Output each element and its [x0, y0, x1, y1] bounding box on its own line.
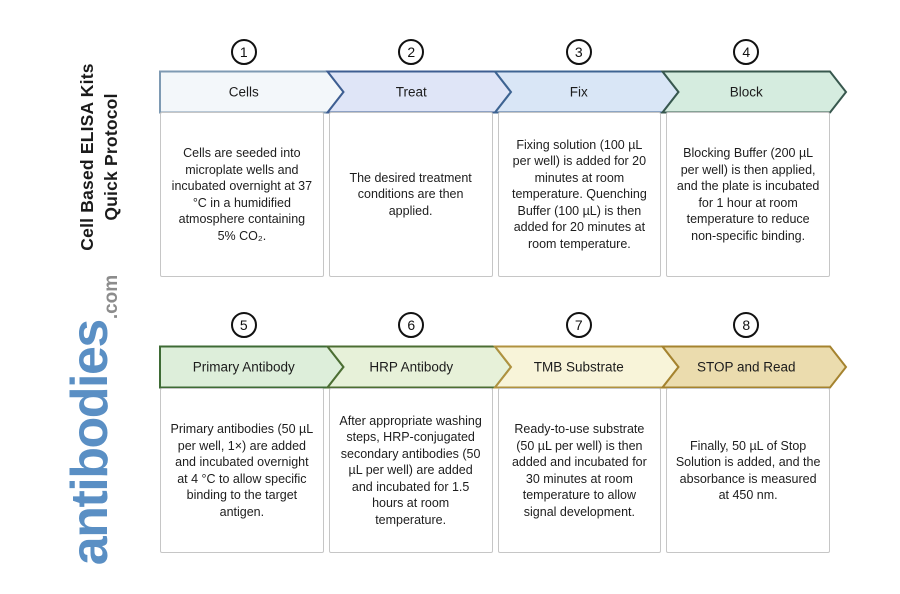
page-title-line-1: Cell Based ELISA Kits [77, 63, 97, 251]
step-number-row-1: 1 2 3 4 [160, 39, 830, 65]
arrow-strip-row-2: Primary Antibody HRP Antibody TMB Substr… [159, 345, 848, 389]
step-description-4: Blocking Buffer (200 µL per well) is the… [666, 112, 830, 277]
arrow-strip-row-1: Cells Treat Fix Block [159, 70, 848, 114]
page-title-line-2: Quick Protocol [101, 93, 121, 221]
step-description-text-2: The desired treatment conditions are the… [349, 170, 472, 218]
step-description-text-7: Ready-to-use substrate (50 µL per well) … [511, 422, 647, 519]
step-description-5: Primary antibodies (50 µL per well, 1×) … [160, 388, 324, 553]
antibodies-logo: antibodies.com [60, 255, 130, 585]
step-number-badge-8: 8 [733, 312, 760, 338]
step-arrow-label-fix: Fix [570, 85, 588, 100]
step-description-text-6: After appropriate washing steps, HRP-con… [339, 413, 482, 527]
step-description-1: Cells are seeded into microplate wells a… [160, 112, 324, 277]
step-number-badge-6: 6 [398, 312, 425, 338]
step-description-text-3: Fixing solution (100 µL per well) is add… [511, 137, 647, 251]
step-arrow-label-tmb-substrate: TMB Substrate [534, 360, 624, 375]
step-number-badge-1: 1 [230, 39, 257, 65]
step-arrow-block [660, 70, 848, 114]
step-number-badge-7: 7 [565, 312, 592, 338]
logo-suffix: .com [101, 274, 122, 320]
step-description-text-8: Finally, 50 µL of Stop Solution is added… [675, 438, 821, 503]
step-arrow-label-primary-antibody: Primary Antibody [193, 360, 295, 375]
step-number-row-2: 5 6 7 8 [160, 312, 830, 338]
step-description-7: Ready-to-use substrate (50 µL per well) … [497, 388, 662, 553]
step-number-badge-3: 3 [565, 39, 592, 65]
step-description-8: Finally, 50 µL of Stop Solution is added… [666, 388, 830, 553]
step-arrow-stop-and-read [660, 345, 848, 389]
logo-wordmark: antibodies [61, 320, 119, 566]
step-arrow-label-stop-and-read: STOP and Read [697, 360, 796, 375]
step-arrow-label-treat: Treat [396, 85, 427, 100]
step-arrow-label-block: Block [730, 85, 763, 100]
step-arrow-label-hrp-antibody: HRP Antibody [369, 360, 453, 375]
step-description-text-5: Primary antibodies (50 µL per well, 1×) … [170, 422, 314, 519]
step-description-text-4: Blocking Buffer (200 µL per well) is the… [676, 146, 820, 243]
step-description-6: After appropriate washing steps, HRP-con… [328, 388, 493, 553]
description-row-1: Cells are seeded into microplate wells a… [160, 112, 830, 277]
step-description-3: Fixing solution (100 µL per well) is add… [497, 112, 662, 277]
step-number-badge-4: 4 [733, 39, 760, 65]
step-number-badge-5: 5 [230, 312, 257, 338]
step-description-text-1: Cells are seeded into microplate wells a… [171, 146, 313, 243]
step-arrow-label-cells: Cells [229, 85, 259, 100]
step-number-badge-2: 2 [398, 39, 425, 65]
description-row-2: Primary antibodies (50 µL per well, 1×) … [160, 388, 830, 553]
step-description-2: The desired treatment conditions are the… [328, 112, 493, 277]
page-title: Cell Based ELISA Kits Quick Protocol [73, 37, 125, 277]
